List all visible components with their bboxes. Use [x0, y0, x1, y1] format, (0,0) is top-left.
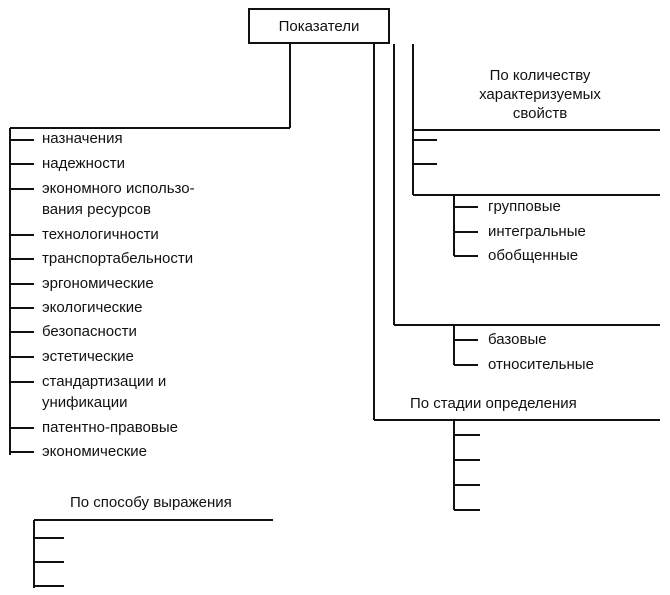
purpose-item: стандартизации и [42, 373, 167, 390]
base-item: базовые [488, 331, 547, 348]
purpose-item: эстетические [42, 348, 134, 365]
purpose-item: патентно-правовые [42, 419, 178, 436]
purpose-item: экологические [42, 299, 143, 316]
purpose-item: безопасности [42, 323, 137, 340]
properties-item: обобщенные [488, 247, 579, 264]
root-label: Показатели [278, 18, 360, 35]
purpose-item: унификации [42, 394, 128, 411]
purpose-item: вания ресурсов [42, 201, 151, 218]
purpose-item: эргономические [42, 275, 154, 292]
purpose-item: технологичности [42, 226, 159, 243]
properties-title-line: свойств [512, 105, 568, 122]
purpose-item: экономические [42, 443, 147, 460]
base-item: относительные [488, 356, 594, 373]
purpose-item: транспортабельности [42, 250, 194, 267]
properties-item: групповые [488, 198, 561, 215]
purpose-item: экономного использо- [42, 180, 195, 197]
stage-title: По стадии определения [410, 395, 577, 412]
properties-title-line: По количеству [489, 67, 591, 84]
properties-item: интегральные [488, 223, 586, 240]
properties-title-line: характеризуемых [479, 86, 601, 103]
expression-title: По способу выражения [70, 494, 232, 511]
purpose-item: надежности [42, 155, 125, 172]
purpose-item: назначения [42, 130, 123, 147]
root-node: Показатели [248, 8, 390, 44]
